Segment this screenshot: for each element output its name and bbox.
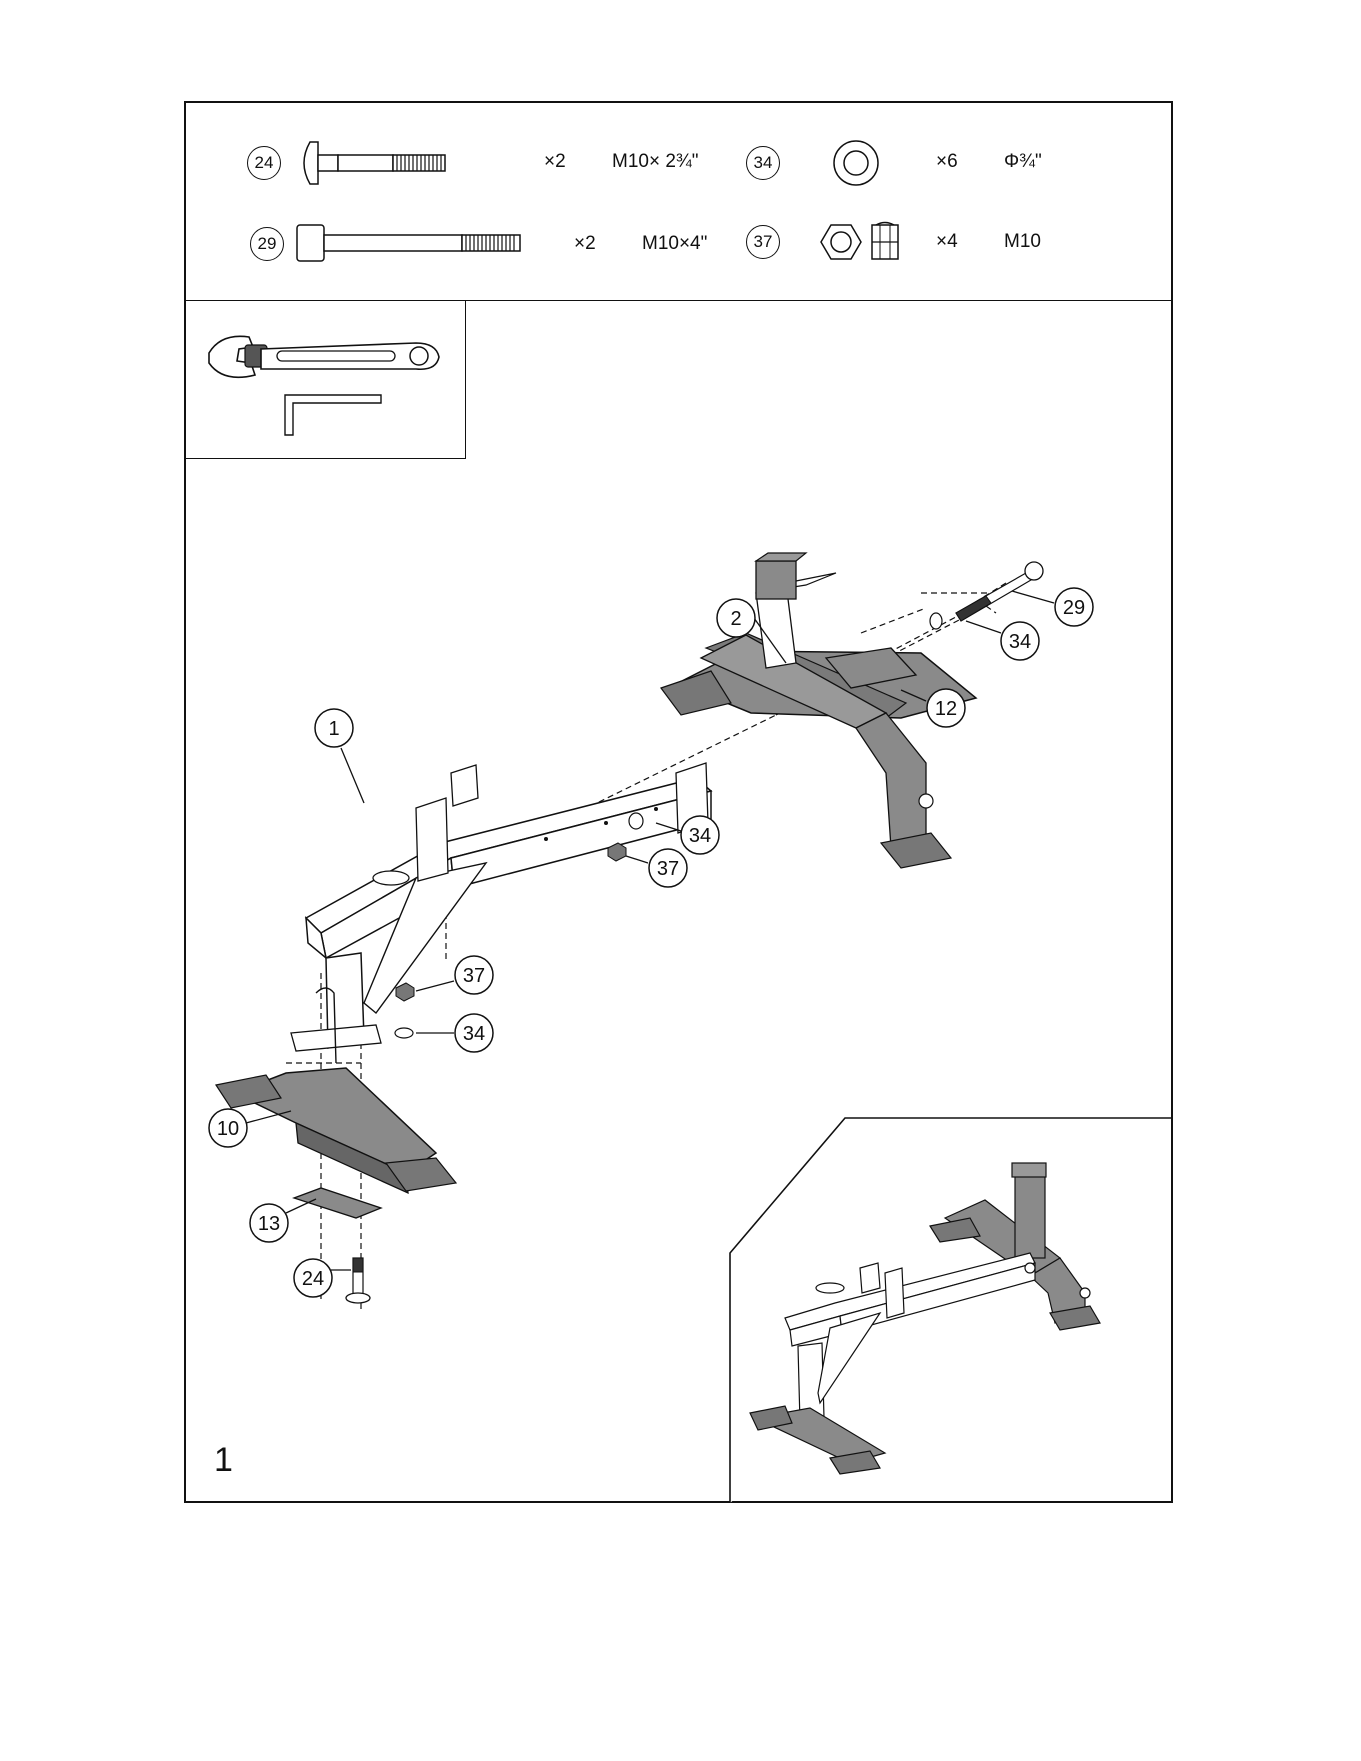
part-row-34: 34 ×6 Φ¾" xyxy=(746,143,1166,183)
part-callout-24: 24 xyxy=(247,146,281,180)
bolt-part-24 xyxy=(346,1258,370,1303)
part-qty-29: ×2 xyxy=(574,233,596,255)
svg-text:10: 10 xyxy=(217,1118,239,1140)
part-spec-24: M10× 2¾" xyxy=(612,151,699,173)
callout-2: 2 xyxy=(717,599,755,637)
callout-37-front: 37 xyxy=(649,849,687,887)
svg-text:37: 37 xyxy=(657,858,679,880)
svg-text:2: 2 xyxy=(730,608,741,630)
step-number: 1 xyxy=(214,1441,233,1480)
callout-12: 12 xyxy=(927,689,965,727)
part-spec-34: Φ¾" xyxy=(1004,151,1042,173)
part-row-37: 37 ×4 M10 xyxy=(746,227,1166,267)
instruction-frame: 24 ×2 M10× 2¾" 34 xyxy=(184,101,1173,1503)
bolt-part-29 xyxy=(956,562,1043,621)
svg-text:34: 34 xyxy=(1009,631,1031,653)
part-row-29: 29 ×2 M10×4" xyxy=(186,227,746,267)
washer-icon xyxy=(831,138,881,188)
parts-list: 24 ×2 M10× 2¾" 34 xyxy=(186,103,1171,301)
callout-34-lower: 34 xyxy=(455,1014,493,1052)
svg-text:29: 29 xyxy=(1063,597,1085,619)
svg-text:34: 34 xyxy=(689,825,711,847)
washer-part-34-rear xyxy=(930,613,942,629)
svg-text:1: 1 xyxy=(328,718,339,740)
svg-text:13: 13 xyxy=(258,1213,280,1235)
washer-part-34-front xyxy=(629,813,643,829)
part-qty-34: ×6 xyxy=(936,151,958,173)
callout-10: 10 xyxy=(209,1109,247,1147)
part-spec-37: M10 xyxy=(1004,231,1041,253)
callout-13: 13 xyxy=(250,1204,288,1242)
svg-text:24: 24 xyxy=(302,1268,324,1290)
front-base-part-10 xyxy=(216,1068,456,1193)
callout-1: 1 xyxy=(315,709,353,747)
main-frame-part-1 xyxy=(291,763,711,1063)
part-callout-34: 34 xyxy=(746,146,780,180)
part-qty-24: ×2 xyxy=(544,151,566,173)
part-callout-37: 37 xyxy=(746,225,780,259)
part-callout-29: 29 xyxy=(250,227,284,261)
nut-part-37-lower xyxy=(396,983,414,1001)
svg-text:12: 12 xyxy=(935,698,957,720)
callout-37-lower: 37 xyxy=(455,956,493,994)
callout-29: 29 xyxy=(1055,588,1093,626)
nylon-nut-icon xyxy=(814,217,904,267)
part-row-24: 24 ×2 M10× 2¾" xyxy=(186,143,686,183)
svg-text:37: 37 xyxy=(463,965,485,987)
svg-text:34: 34 xyxy=(463,1023,485,1045)
callout-34-front: 34 xyxy=(681,816,719,854)
carriage-bolt-icon xyxy=(296,138,486,188)
washer-part-34-lower xyxy=(395,1028,413,1038)
part-spec-29: M10×4" xyxy=(642,233,707,255)
part-qty-37: ×4 xyxy=(936,231,958,253)
callout-24: 24 xyxy=(294,1259,332,1297)
assembled-view-inset xyxy=(730,1118,1171,1503)
callout-34-rear: 34 xyxy=(1001,622,1039,660)
hex-socket-bolt-icon xyxy=(294,221,534,265)
